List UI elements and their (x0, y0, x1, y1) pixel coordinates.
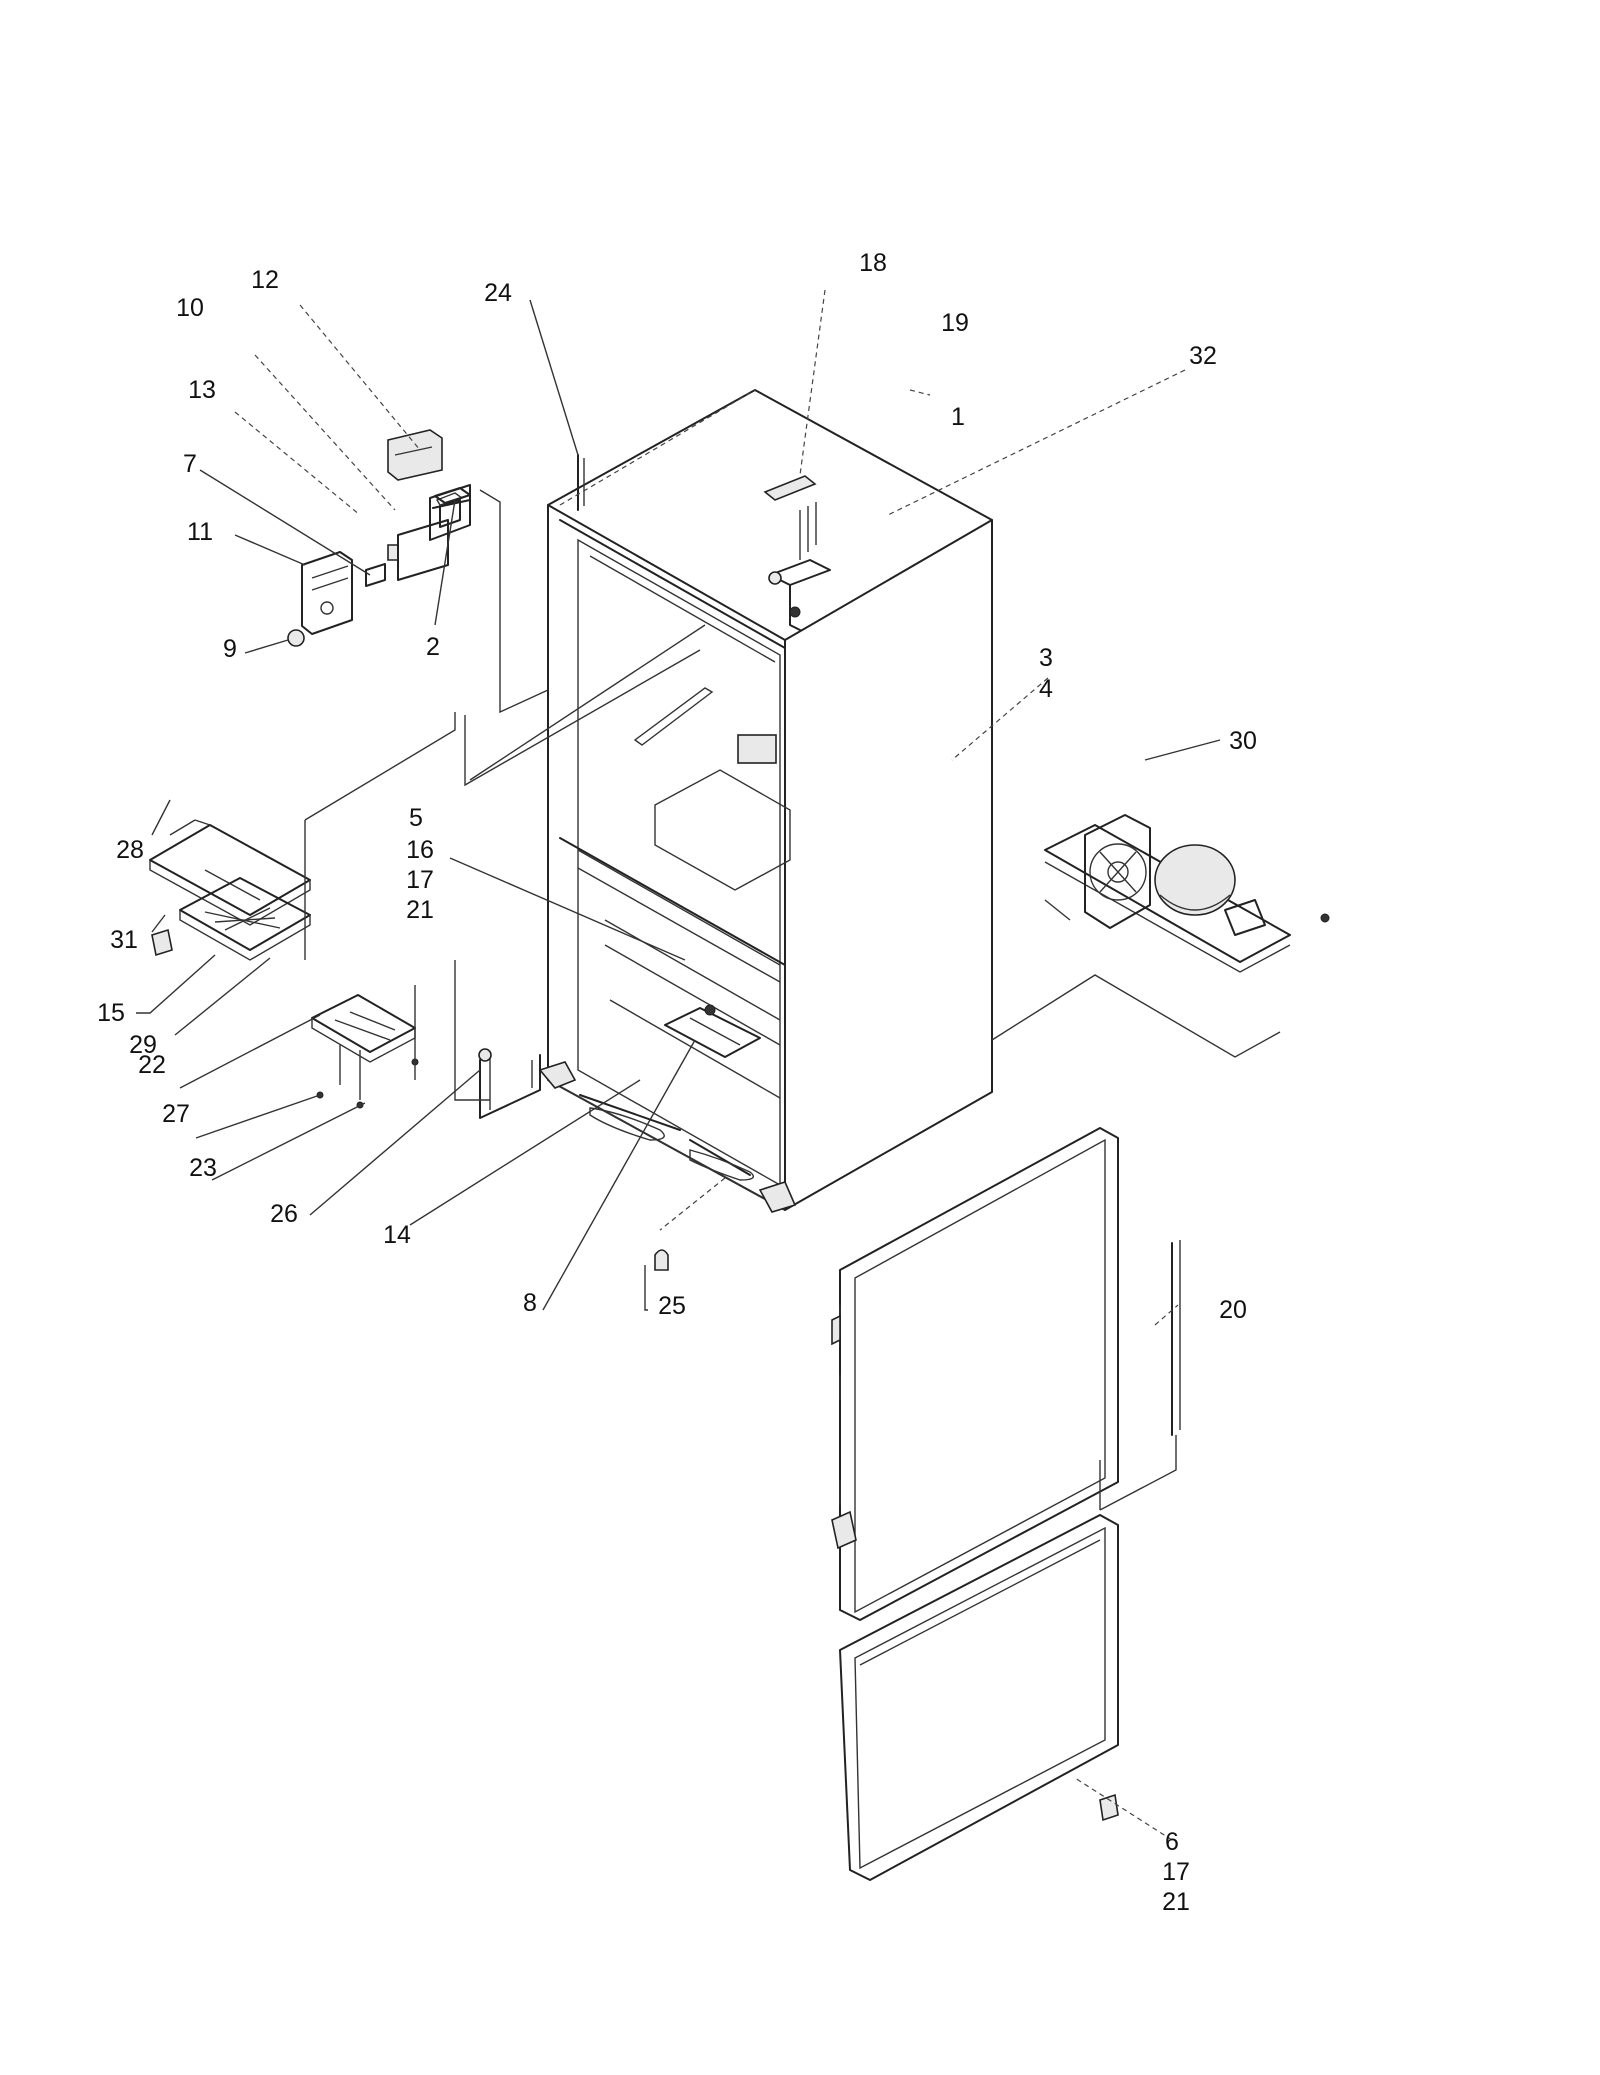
callout-20: 20 (1219, 1296, 1247, 1324)
callout-24: 24 (484, 279, 512, 307)
callout-32: 32 (1189, 342, 1217, 370)
callout-1: 1 (951, 403, 965, 431)
callout-21b: 21 (1162, 1888, 1190, 1916)
callout-25: 25 (658, 1292, 686, 1320)
callout-18: 18 (859, 249, 887, 277)
upper-tray-28 (149, 819, 311, 926)
callout-29: 29 (129, 1031, 157, 1059)
callout-10: 10 (176, 294, 204, 322)
top-hinge-assembly (763, 475, 831, 631)
callout-labels: 1 2 3 4 5 6 7 8 9 10 11 12 13 14 15 16 1… (97, 249, 1257, 1916)
callout-6: 6 (1165, 1828, 1179, 1856)
callout-23: 23 (189, 1154, 217, 1182)
callout-22: 22 (138, 1051, 166, 1079)
callout-7: 7 (183, 450, 197, 478)
callout-15: 15 (97, 999, 125, 1027)
control-housing-assembly (287, 429, 471, 647)
callout-26: 26 (270, 1200, 298, 1228)
freezer-door (839, 1460, 1119, 1881)
fresh-food-door (831, 1127, 1119, 1621)
callout-16: 16 (406, 836, 434, 864)
callout-9: 9 (223, 635, 237, 663)
callout-14: 14 (383, 1221, 411, 1249)
assembly-guide-lines (304, 389, 1281, 1101)
damper-part-8 (664, 1004, 761, 1058)
callout-5: 5 (409, 804, 423, 832)
bracket-22 (311, 994, 419, 1109)
compressor-assembly (1044, 814, 1330, 973)
callout-17b: 17 (1162, 1858, 1190, 1886)
callout-31: 31 (110, 926, 138, 954)
callout-8: 8 (523, 1289, 537, 1317)
refrigerator-cabinet (538, 389, 993, 1213)
callout-13: 13 (188, 376, 216, 404)
drain-tube-26 (478, 1048, 541, 1119)
lower-tray-29 (151, 877, 311, 961)
callout-4: 4 (1039, 675, 1053, 703)
callout-30: 30 (1229, 727, 1257, 755)
callout-3: 3 (1039, 644, 1053, 672)
plug-25 (654, 1249, 669, 1271)
callout-12: 12 (251, 266, 279, 294)
callout-19: 19 (941, 309, 969, 337)
callout-11: 11 (187, 518, 213, 546)
callout-17a: 17 (406, 866, 434, 894)
door-gasket-20 (1099, 1240, 1181, 1511)
callout-27: 27 (162, 1100, 190, 1128)
callout-2: 2 (426, 633, 440, 661)
callout-leader-lines (136, 289, 1221, 1841)
callout-21a: 21 (406, 896, 434, 924)
screw-part (577, 454, 585, 511)
callout-28: 28 (116, 836, 144, 864)
